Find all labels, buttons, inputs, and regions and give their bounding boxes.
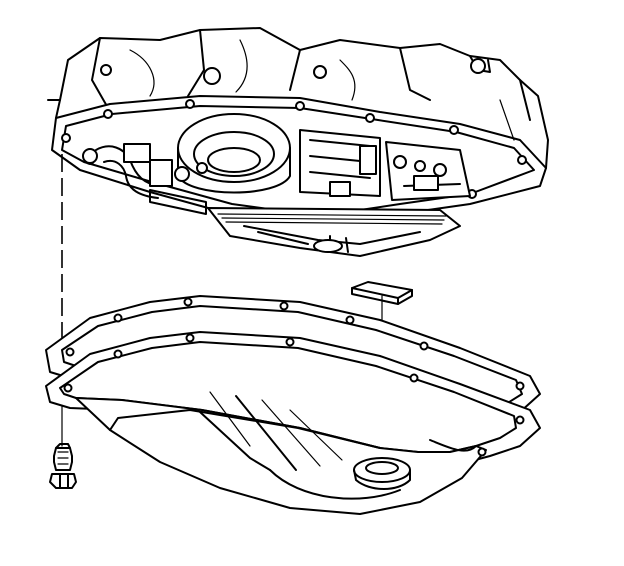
pan-bolt <box>49 443 77 489</box>
magnet <box>351 281 413 305</box>
valve-body <box>299 129 471 201</box>
transmission-case <box>47 27 549 257</box>
oil-pan <box>45 331 541 515</box>
pan-bolt-holes <box>63 333 525 457</box>
filter-screen <box>207 207 461 257</box>
solenoid-wiring <box>82 143 208 215</box>
